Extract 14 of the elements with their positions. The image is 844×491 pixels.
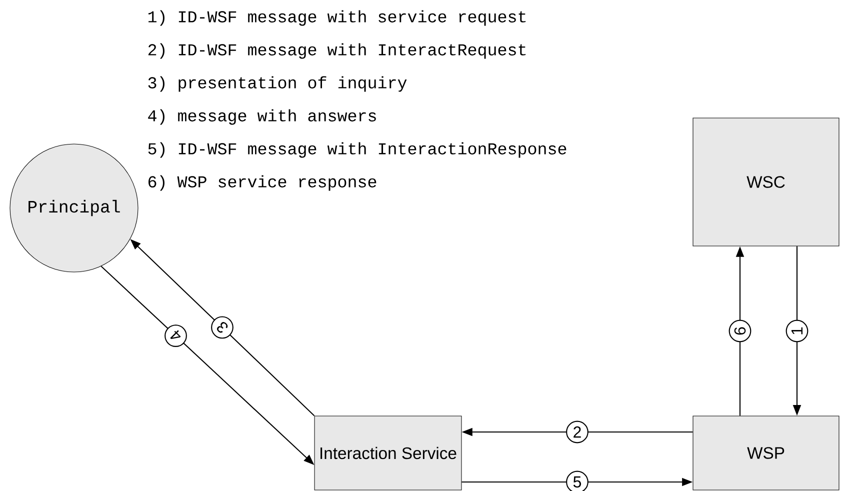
list-item: 2) ID-WSF message with InteractRequest: [148, 43, 526, 59]
process-box: WSP: [692, 416, 840, 490]
list-item: 3) presentation of inquiry: [148, 76, 407, 92]
list-item: 4) message with answers: [148, 109, 376, 125]
edge-label: 4: [164, 324, 187, 347]
edge-label: 6: [728, 320, 752, 342]
process-box: Interaction Service: [314, 416, 462, 490]
circle-node: Principal: [10, 144, 138, 272]
edge-label: 3: [211, 316, 234, 339]
edge-label: 2: [566, 420, 588, 444]
edge-label: 1: [786, 320, 808, 342]
edge-label: 5: [566, 470, 588, 491]
process-box: WSC: [692, 118, 840, 246]
list-item: 1) ID-WSF message with service request: [148, 10, 526, 26]
